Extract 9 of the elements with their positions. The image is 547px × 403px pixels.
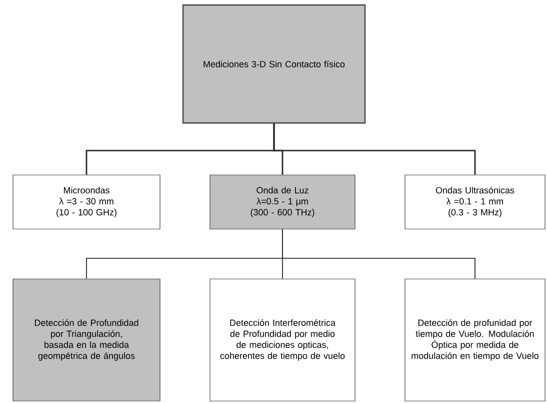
method-box: Detección de profunidad por tiempo de Vuelo. Modulación Óptica por medida de modulación en tiempo de Vuelo	[404, 278, 546, 402]
category-box: Onda de Luz λ=0.5 - 1 µm (300 - 600 THz)	[210, 174, 356, 230]
method-box: Detección de Profundidad por Triangulación, basada en la medida geompétrica de ángulos	[12, 278, 160, 402]
method-box: Detección Interferométrica de Profundidad por medio de mediciones opticas, coherentes de tiempo de vuelo	[210, 278, 356, 402]
title-box: Mediciones 3-D Sin Contacto físico	[182, 4, 366, 124]
connector-line	[282, 228, 476, 280]
connector-line	[273, 124, 476, 175]
category-box: Microondas λ =3 - 30 mm (10 - 100 GHz)	[12, 174, 160, 230]
category-box: Ondas Ultrasónicas λ =0.1 - 1 mm (0.3 - 3 MHz)	[404, 174, 546, 230]
